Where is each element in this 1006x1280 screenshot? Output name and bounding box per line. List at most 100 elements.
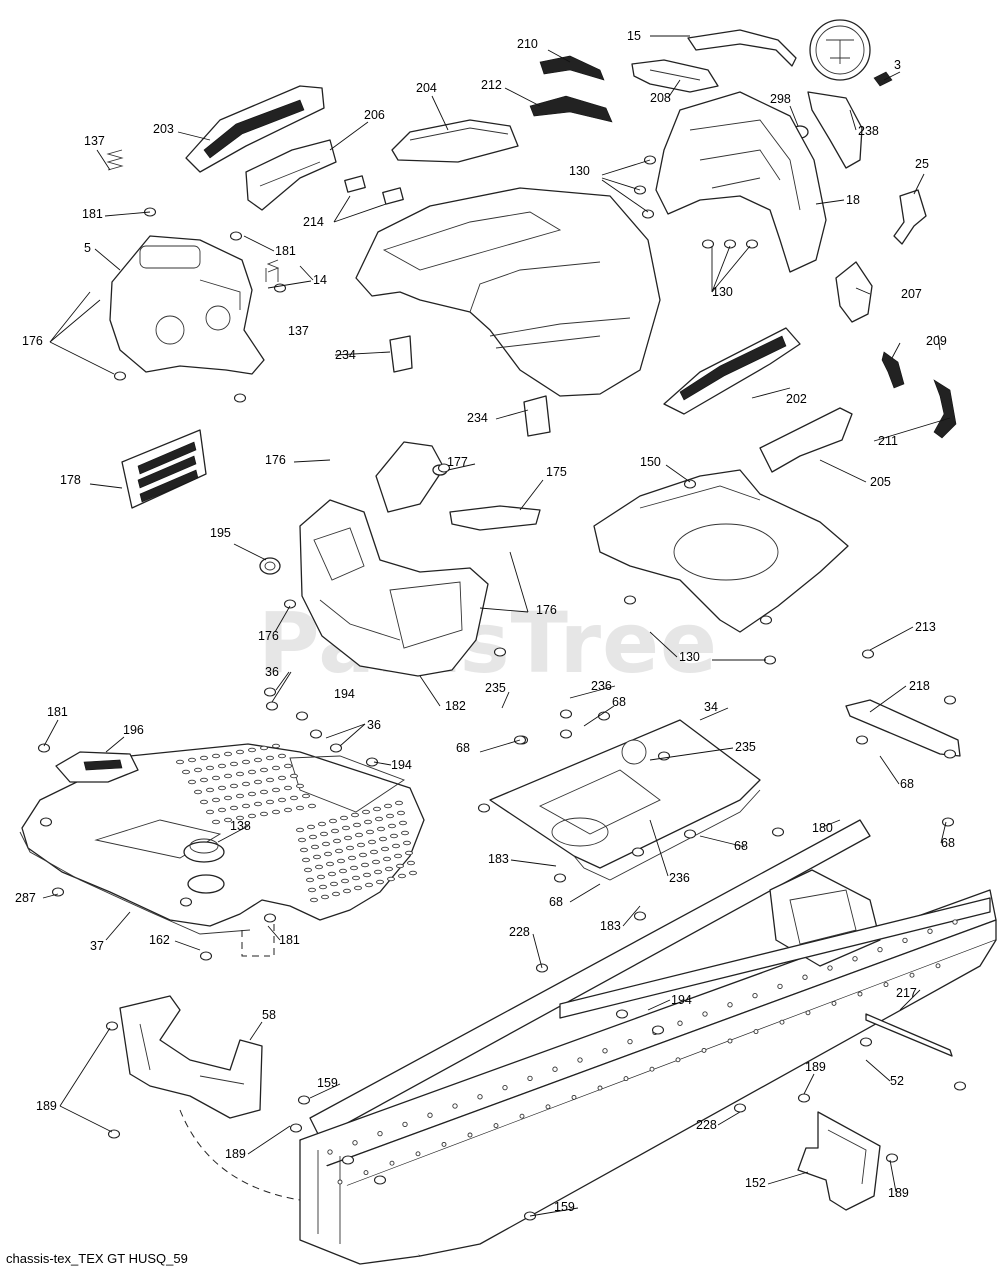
vent-slot (351, 812, 359, 818)
vent-slot (200, 799, 208, 805)
part-234-label (389, 335, 551, 437)
vent-slot (362, 809, 370, 815)
vent-slot (236, 793, 244, 799)
part-18-rear-fender (655, 91, 827, 273)
leader-lines (42, 35, 951, 1217)
vent-slot (331, 828, 339, 834)
bolt-icon (701, 239, 715, 249)
vent-slot (206, 765, 214, 771)
leader-line (879, 755, 900, 785)
vent-slot (321, 894, 329, 900)
frame-hole (675, 1057, 681, 1063)
part-208-bracket (631, 59, 719, 93)
callout-label: 138 (230, 819, 251, 833)
bolt-icon (329, 743, 343, 753)
callout-label: 212 (481, 78, 502, 92)
frame-hole (827, 965, 833, 971)
frame-hole (627, 1038, 633, 1045)
part-196-pedal-pad (55, 751, 139, 783)
vent-slot (398, 873, 406, 879)
dashed-connector (179, 924, 301, 1201)
bolt-icon (723, 239, 737, 249)
frame-hole (477, 1094, 483, 1100)
vent-slot (260, 789, 268, 795)
leader-line (243, 235, 275, 252)
part-58-bracket (119, 995, 263, 1119)
leader-line (601, 179, 649, 213)
callout-label: 137 (84, 134, 105, 148)
callout-label: 194 (671, 993, 692, 1007)
callout-label: 287 (15, 891, 36, 905)
callout-label: 194 (334, 687, 355, 701)
callout-label: 130 (569, 164, 590, 178)
vent-slot (284, 785, 292, 791)
leader-line (249, 1021, 263, 1041)
vent-slot (333, 838, 341, 844)
leader-line (501, 691, 510, 709)
bolt-icon (477, 803, 491, 813)
bolt-icon (941, 817, 955, 827)
leader-line (333, 195, 351, 223)
frame-hole (402, 1121, 408, 1128)
vent-slot (254, 779, 262, 785)
callout-label: 137 (288, 324, 309, 338)
frame-hole (427, 1112, 433, 1118)
bolt-icon (861, 649, 875, 659)
bolt-icon (365, 757, 379, 767)
callout-label: 130 (679, 650, 700, 664)
vent-slot (224, 773, 232, 779)
frame-hole (337, 1179, 343, 1185)
leader-line (699, 835, 746, 848)
vent-slot (359, 852, 367, 858)
leader-line (419, 675, 441, 707)
callout-label: 235 (735, 740, 756, 754)
callout-label: 68 (900, 777, 914, 791)
callout-label: 194 (391, 758, 412, 772)
frame-hole (727, 1038, 733, 1044)
vent-slot (260, 745, 268, 751)
leader-line (42, 893, 59, 899)
vent-slot (298, 837, 306, 843)
vent-slot (319, 884, 327, 890)
leader-line (665, 464, 691, 483)
part-202-grille (663, 327, 801, 415)
vent-slot (350, 865, 358, 871)
part-180-frame (299, 819, 997, 1265)
leader-line (699, 707, 729, 721)
frame-hole (545, 1104, 551, 1110)
part-238-side-panel (807, 91, 863, 169)
callout-label: 68 (549, 895, 563, 909)
leader-line (267, 280, 312, 289)
callout-label: 130 (712, 285, 733, 299)
vent-slot (384, 803, 392, 809)
callout-label: 181 (82, 207, 103, 221)
vent-slot (242, 803, 250, 809)
callout-label: 210 (517, 37, 538, 51)
part-137-spring (106, 149, 280, 282)
callout-label: 152 (745, 1176, 766, 1190)
leader-line (815, 199, 845, 205)
leader-line (504, 87, 541, 107)
bolt-icon (641, 209, 655, 219)
callout-label: 177 (447, 455, 468, 469)
part-37-footrest (19, 743, 425, 935)
leader-line (819, 459, 867, 483)
frame-hole (467, 1132, 473, 1138)
leader-line (293, 459, 331, 463)
vent-slot (381, 846, 389, 852)
leader-line (373, 761, 392, 766)
vent-slot (363, 872, 371, 878)
leader-line (913, 173, 925, 195)
vent-slot (272, 743, 280, 749)
leader-line (174, 940, 201, 951)
leader-line (849, 109, 857, 131)
frame-hole (752, 992, 758, 999)
vent-slot (272, 765, 280, 771)
vent-slot (317, 874, 325, 880)
leader-line (274, 605, 291, 633)
leader-line (325, 723, 366, 739)
part-138-knob (183, 838, 225, 894)
callout-label: 208 (650, 91, 671, 105)
bolt-icon (559, 709, 573, 719)
